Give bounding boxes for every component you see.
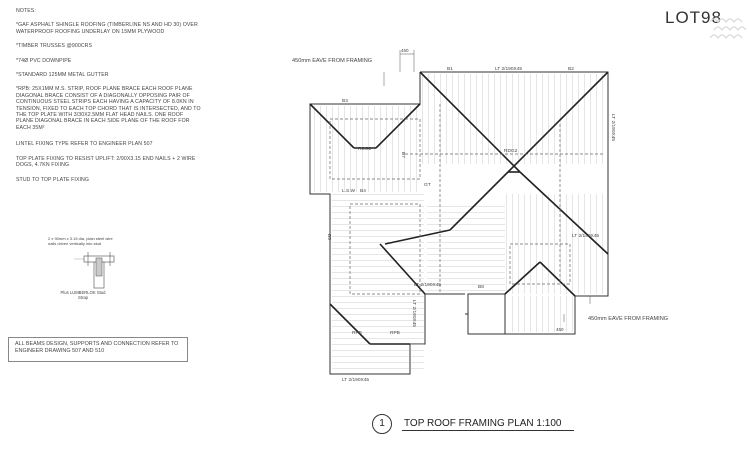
label-b4: B4: [360, 188, 366, 194]
roof-framing-plan: 450 450 B1 B2 LT 2/190X45 B3 B4 L.S.W B5…: [309, 48, 616, 383]
label-lt-left: LT 2/190X45: [411, 300, 417, 327]
label-b2: B2: [568, 66, 574, 72]
eave-bottom-label: 450mm EAVE FROM FRAMING: [588, 316, 669, 322]
decorative-scallop-icon: [709, 18, 747, 40]
label-b1: B1: [447, 66, 453, 72]
notes-panel: NOTES: *GAF ASPHALT SHINGLE ROOFING (TIM…: [16, 8, 201, 191]
note-lintel: LINTEL FIXING TYPE REFER TO ENGINEER PLA…: [16, 141, 153, 148]
plan-labels: B1 B2 LT 2/190X45 B3 B4 L.S.W B5 B7 B8 L…: [326, 66, 616, 383]
note-top-plate: TOP PLATE FIXING TO RESIST UPLIFT: 2/90x…: [16, 155, 196, 169]
eave-top-label: 450mm EAVE FROM FRAMING: [292, 58, 373, 64]
label-b8: B8: [478, 284, 484, 290]
stud-strap-detail-drawing: [74, 252, 115, 289]
note-roofing: *GAF ASPHALT SHINGLE ROOFING (TIMBERLINE…: [16, 22, 198, 35]
label-lt-right2: LT 2/140X45: [572, 233, 599, 239]
plan-title-underline: [402, 430, 574, 431]
truss-area-top: [422, 74, 606, 164]
dim-450-bottom-label: 450: [556, 327, 564, 332]
note-gutter: *STANDARD 125mm METAL GUTTER: [16, 72, 109, 79]
truss-area-middle: [427, 204, 505, 294]
internal-walls: [329, 104, 605, 295]
label-rpb-1: RPB: [352, 330, 362, 336]
label-b5: B5: [326, 234, 332, 240]
plan-title: TOP ROOF FRAMING PLAN 1:100: [404, 418, 562, 429]
dimension-lines: [383, 50, 591, 322]
plan-number-badge: 1: [372, 414, 392, 434]
label-b7: B7: [400, 152, 406, 158]
stud-fixing-detail-note: 2 x 90mm x 3.15 dia. plain steel wire na…: [48, 236, 113, 246]
label-b3: B3: [342, 98, 348, 104]
truss-area-lower: [332, 194, 424, 372]
label-lt-mid: LT 2/190X45: [414, 282, 441, 288]
note-trusses: *TIMBER TRUSSES @900CRS: [16, 43, 93, 50]
beams-note-box: ALL BEAMS DESIGN, SUPPORTS AND CONNECTIO…: [8, 337, 188, 362]
stud-strap-caption: Plus LUMBERLOK Stud Strap: [60, 290, 106, 300]
note-rpb: *RPB: 25x1mm M.S. STRIP, ROOF PLANE BRAC…: [16, 86, 201, 131]
label-lt-right: LT 2/190X45: [610, 114, 616, 141]
dim-450-label: 450: [401, 48, 409, 53]
label-gt: GT: [424, 182, 431, 188]
lot-title: LOT98: [665, 8, 722, 27]
label-lt-bottom: LT 2/190X45: [342, 377, 369, 383]
notes-heading: NOTES:: [16, 8, 36, 14]
note-stud-fixing: STUD TO TOP PLATE FIXING: [16, 176, 90, 183]
label-rdg-1: RDG2: [358, 146, 372, 152]
label-rdg-2: RDG2: [504, 148, 518, 154]
label-lt-top: LT 2/190X45: [495, 66, 522, 72]
hip-ridge-lines: [309, 71, 609, 345]
label-rpb-2: RPB: [390, 330, 400, 336]
note-downpipe: *74Ø PVC DOWNPIPE: [16, 57, 72, 64]
truss-area-bottom: [507, 296, 573, 332]
label-lsw: L.S.W: [342, 188, 356, 194]
